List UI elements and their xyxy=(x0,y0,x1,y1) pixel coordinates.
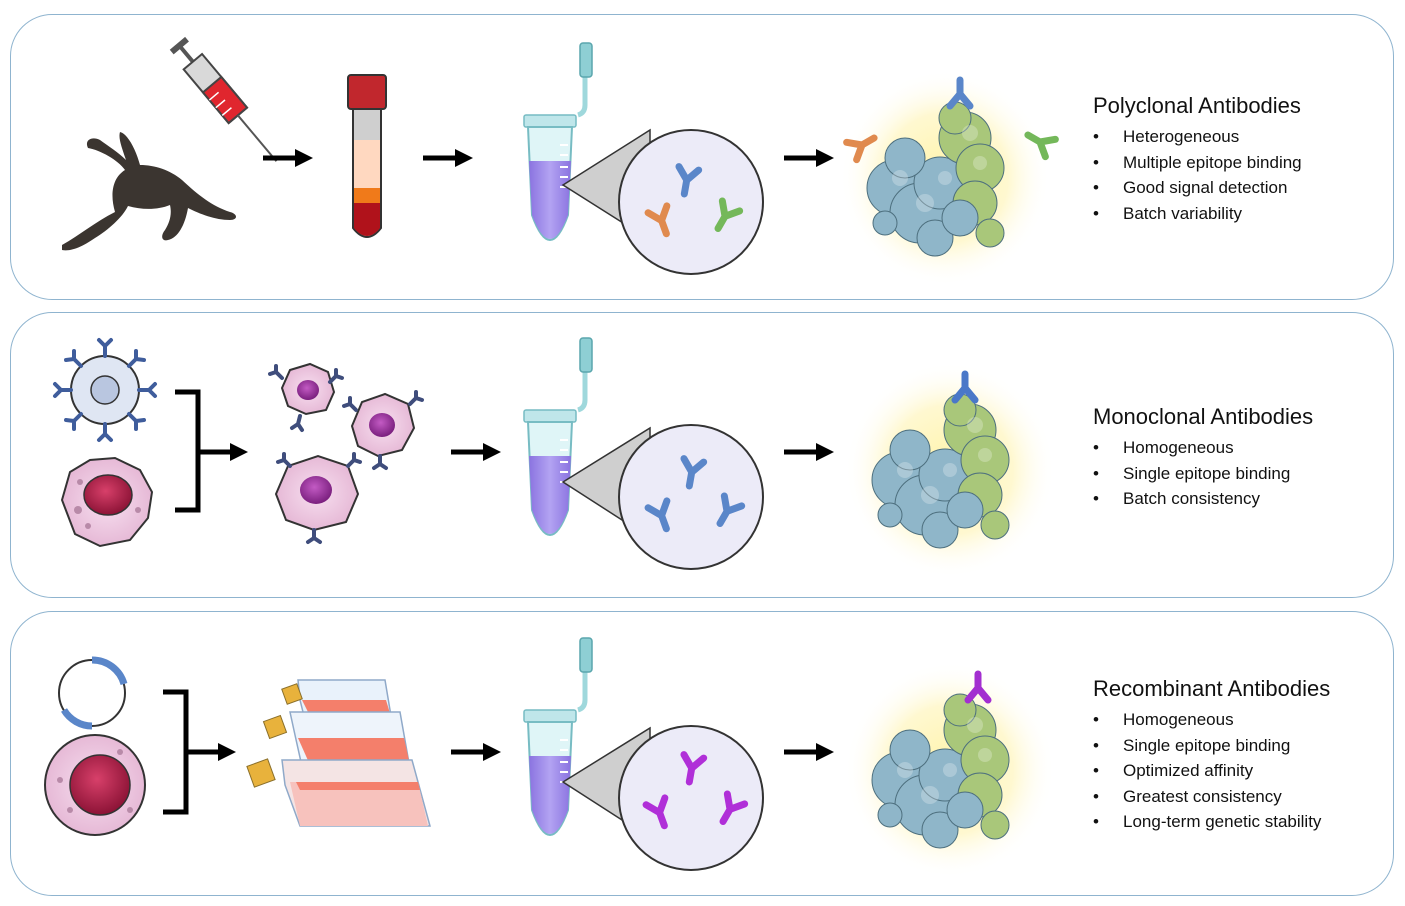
list-item: • Batch consistency xyxy=(1093,486,1313,512)
list-item: • Homogeneous xyxy=(1093,707,1330,733)
syringe-icon xyxy=(169,36,278,162)
bullet-text: Single epitope binding xyxy=(1123,463,1291,483)
bullet-list: • Homogeneous • Single epitope binding • Op… xyxy=(1093,707,1330,835)
myeloma-cell-icon xyxy=(60,456,154,548)
culture-flasks-icon xyxy=(246,679,431,827)
plasmid-icon xyxy=(58,656,128,730)
antigen-binding-icon xyxy=(844,361,1056,579)
microtube-icon xyxy=(524,638,592,835)
bullet-text: Batch variability xyxy=(1123,203,1243,223)
b-cell-icon xyxy=(53,338,157,442)
bullet-text: Multiple epitope binding xyxy=(1123,152,1302,172)
polyclonal-text: Polyclonal Antibodies • Heterogeneous • Mu… xyxy=(1093,92,1302,226)
bullet-text: Good signal detection xyxy=(1123,178,1288,197)
antigen-binding-icon xyxy=(844,661,1056,879)
bullet-glyph: • xyxy=(1093,438,1099,457)
bullet-glyph: • xyxy=(1093,178,1099,197)
blood-tube-icon xyxy=(347,74,387,238)
bullet-text: Greatest consistency xyxy=(1123,786,1282,806)
bullet-text: Single epitope binding xyxy=(1123,735,1291,755)
arrow-icon xyxy=(423,149,473,167)
bullet-glyph: • xyxy=(1093,761,1099,780)
arrow-icon xyxy=(784,743,834,761)
list-item: • Optimized affinity xyxy=(1093,758,1330,784)
antibody-blue-icon xyxy=(561,424,764,570)
list-item: • Greatest consistency xyxy=(1093,784,1330,810)
recombinant-text: Recombinant Antibodies • Homogeneous • Sin… xyxy=(1093,675,1330,835)
merge-bracket xyxy=(175,389,201,513)
antigen-binding-icon xyxy=(839,69,1055,287)
arrow-icon xyxy=(186,743,236,761)
bullet-list: • Heterogeneous • Multiple epitope binding… xyxy=(1093,124,1302,226)
list-item: • Heterogeneous xyxy=(1093,124,1302,150)
panel-title: Polyclonal Antibodies xyxy=(1093,93,1301,118)
list-item: • Good signal detection xyxy=(1093,175,1302,201)
list-item: • Batch variability xyxy=(1093,201,1302,227)
list-item: • Single epitope binding xyxy=(1093,461,1313,487)
bullet-text: Heterogeneous xyxy=(1123,127,1240,146)
bullet-glyph: • xyxy=(1093,152,1099,172)
antibody-mix-icon xyxy=(561,128,764,275)
list-item: • Homogeneous xyxy=(1093,435,1313,461)
hybridoma-cells-icon xyxy=(268,362,424,544)
bullet-glyph: • xyxy=(1093,489,1099,508)
bullet-text: Homogeneous xyxy=(1123,438,1234,457)
arrow-icon xyxy=(198,443,248,461)
arrow-icon xyxy=(451,443,501,461)
bullet-text: Long-term genetic stability xyxy=(1123,812,1322,831)
list-item: • Long-term genetic stability xyxy=(1093,809,1330,835)
panel-title: Recombinant Antibodies xyxy=(1093,676,1331,701)
panel-title: Monoclonal Antibodies xyxy=(1093,404,1314,429)
list-item: • Multiple epitope binding xyxy=(1093,150,1302,176)
antibody-purple-icon xyxy=(561,725,764,871)
host-cell-icon xyxy=(44,734,146,836)
monoclonal-text: Monoclonal Antibodies • Homogeneous • Sing… xyxy=(1093,403,1313,512)
bullet-list: • Homogeneous • Single epitope binding • Ba… xyxy=(1093,435,1313,512)
bullet-glyph: • xyxy=(1093,710,1099,729)
arrow-icon xyxy=(263,149,313,167)
bullet-glyph: • xyxy=(1093,127,1099,146)
bullet-glyph: • xyxy=(1093,812,1099,831)
list-item: • Single epitope binding xyxy=(1093,733,1330,759)
microtube-icon xyxy=(524,43,592,240)
bullet-text: Optimized affinity xyxy=(1123,761,1254,780)
bullet-glyph: • xyxy=(1093,203,1099,223)
merge-bracket xyxy=(163,689,189,815)
bullet-glyph: • xyxy=(1093,786,1099,806)
arrow-icon xyxy=(784,443,834,461)
bullet-text: Batch consistency xyxy=(1123,489,1261,508)
bullet-text: Homogeneous xyxy=(1123,710,1234,729)
arrow-icon xyxy=(451,743,501,761)
microtube-icon xyxy=(524,338,592,535)
bullet-glyph: • xyxy=(1093,463,1099,483)
arrow-icon xyxy=(784,149,834,167)
rabbit-icon xyxy=(62,132,236,251)
bullet-glyph: • xyxy=(1093,735,1099,755)
